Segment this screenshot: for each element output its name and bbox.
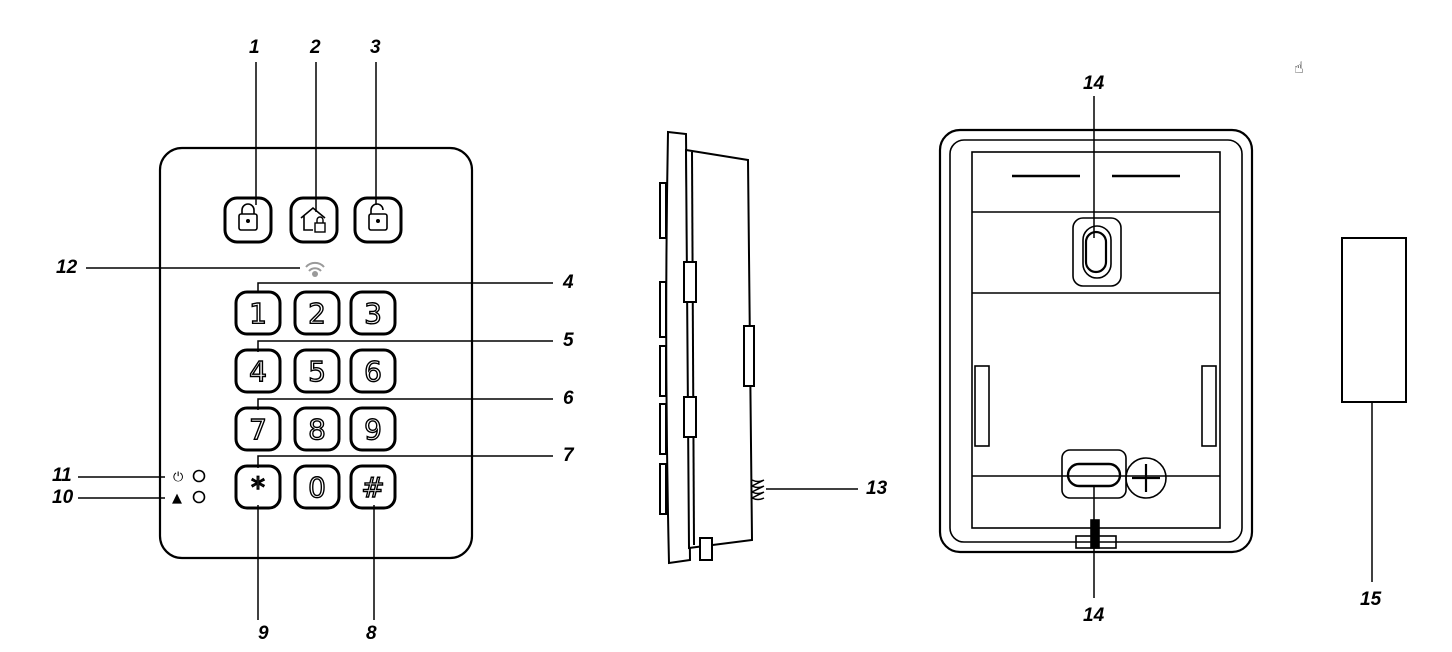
key-8: 8 bbox=[293, 406, 341, 452]
key-6: 6 bbox=[349, 348, 397, 394]
key-label: 9 bbox=[364, 413, 382, 446]
home-lock-icon bbox=[300, 206, 326, 233]
alarm-led: ▲ bbox=[172, 490, 206, 506]
callout-12: 12 bbox=[56, 257, 78, 278]
alarm-led-symbol: ▲ bbox=[172, 491, 182, 506]
key-2: 2 bbox=[293, 290, 341, 336]
callout-3: 3 bbox=[370, 37, 381, 58]
callout-5: 5 bbox=[563, 330, 574, 351]
wireless-icon bbox=[305, 261, 325, 277]
key-label: 0 bbox=[308, 471, 326, 504]
callout-10: 10 bbox=[52, 487, 74, 508]
key-4: 4 bbox=[234, 348, 282, 394]
key-label: 6 bbox=[364, 355, 382, 388]
hand-cursor-icon: ☝ bbox=[1294, 58, 1304, 77]
callout-2: 2 bbox=[310, 37, 321, 58]
key-7: 7 bbox=[234, 406, 282, 452]
callout-6: 6 bbox=[563, 388, 574, 409]
key-0: 0 bbox=[293, 464, 341, 510]
callout-13: 13 bbox=[866, 478, 888, 499]
tamper-pad bbox=[1341, 237, 1407, 582]
callout-7: 7 bbox=[563, 445, 574, 466]
front-leader-lines bbox=[78, 62, 553, 620]
key-hash: # bbox=[349, 464, 397, 510]
key-3: 3 bbox=[349, 290, 397, 336]
key-label: 2 bbox=[308, 297, 326, 330]
keypad-side-view bbox=[659, 130, 858, 565]
callout-9: 9 bbox=[258, 623, 269, 644]
key-label: 8 bbox=[308, 413, 326, 446]
callout-4: 4 bbox=[563, 272, 574, 293]
callout-1: 1 bbox=[249, 37, 260, 58]
key-label: # bbox=[361, 471, 384, 504]
function-button-arm bbox=[223, 196, 273, 244]
callout-11: 11 bbox=[52, 465, 72, 486]
lock-icon bbox=[238, 203, 258, 231]
key-label: 5 bbox=[308, 355, 326, 388]
callout-15: 15 bbox=[1360, 589, 1382, 610]
key-9: 9 bbox=[349, 406, 397, 452]
function-button-disarm bbox=[353, 196, 403, 244]
keypad-front-view: 1 2 3 4 5 6 7 8 9 * 0 # ⏻ ▲ bbox=[78, 62, 553, 620]
key-label: 7 bbox=[249, 413, 267, 446]
callout-14-top: 14 bbox=[1083, 73, 1105, 94]
key-5: 5 bbox=[293, 348, 341, 394]
key-label: 3 bbox=[364, 297, 382, 330]
numeric-keys: 1 2 3 4 5 6 7 8 9 * 0 # bbox=[234, 290, 397, 510]
function-button-home bbox=[289, 196, 339, 244]
key-label: * bbox=[251, 471, 265, 504]
power-led: ⏻ bbox=[173, 469, 206, 485]
key-label: 1 bbox=[249, 297, 267, 330]
key-1: 1 bbox=[234, 290, 282, 336]
key-star: * bbox=[234, 464, 282, 510]
tamper-spring bbox=[750, 479, 765, 501]
keypad-back-view bbox=[938, 96, 1254, 598]
power-led-symbol: ⏻ bbox=[173, 470, 183, 485]
key-label: 4 bbox=[249, 355, 267, 388]
callout-8: 8 bbox=[366, 623, 377, 644]
callout-14-bottom: 14 bbox=[1083, 605, 1105, 626]
